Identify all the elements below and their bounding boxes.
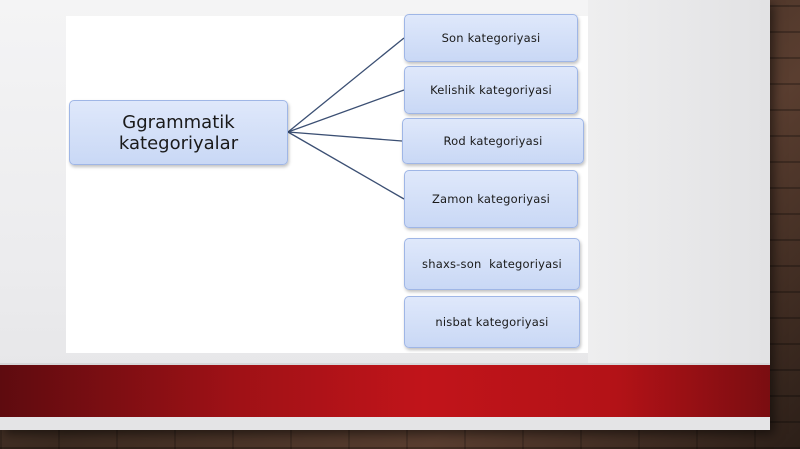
- child-node-label: Kelishik kategoriyasi: [430, 83, 552, 97]
- child-node-son: Son kategoriyasi: [404, 14, 578, 62]
- child-node-label: Zamon kategoriyasi: [431, 192, 551, 206]
- bar-separator: [0, 363, 770, 366]
- connector-line-1: [287, 89, 405, 133]
- root-node-label: Ggrammatik kategoriyalar: [118, 111, 239, 154]
- child-node-label: Son kategoriyasi: [441, 31, 541, 45]
- child-node-shaxs-son: shaxs-son kategoriyasi: [404, 238, 580, 290]
- slide-margin: [588, 0, 770, 365]
- child-node-kelishik: Kelishik kategoriyasi: [404, 66, 578, 114]
- child-node-label: shaxs-son kategoriyasi: [422, 257, 562, 271]
- root-node: Ggrammatik kategoriyalar: [69, 100, 288, 165]
- accent-bar: [0, 365, 770, 417]
- connector-line-0: [287, 37, 405, 133]
- child-node-rod: Rod kategoriyasi: [402, 118, 584, 164]
- child-node-zamon: Zamon kategoriyasi: [404, 170, 578, 228]
- connector-line-3: [287, 131, 405, 200]
- child-node-nisbat: nisbat kategoriyasi: [404, 296, 580, 348]
- child-node-label: Rod kategoriyasi: [443, 134, 543, 148]
- child-node-label: nisbat kategoriyasi: [435, 315, 549, 329]
- connector-line-2: [287, 131, 403, 142]
